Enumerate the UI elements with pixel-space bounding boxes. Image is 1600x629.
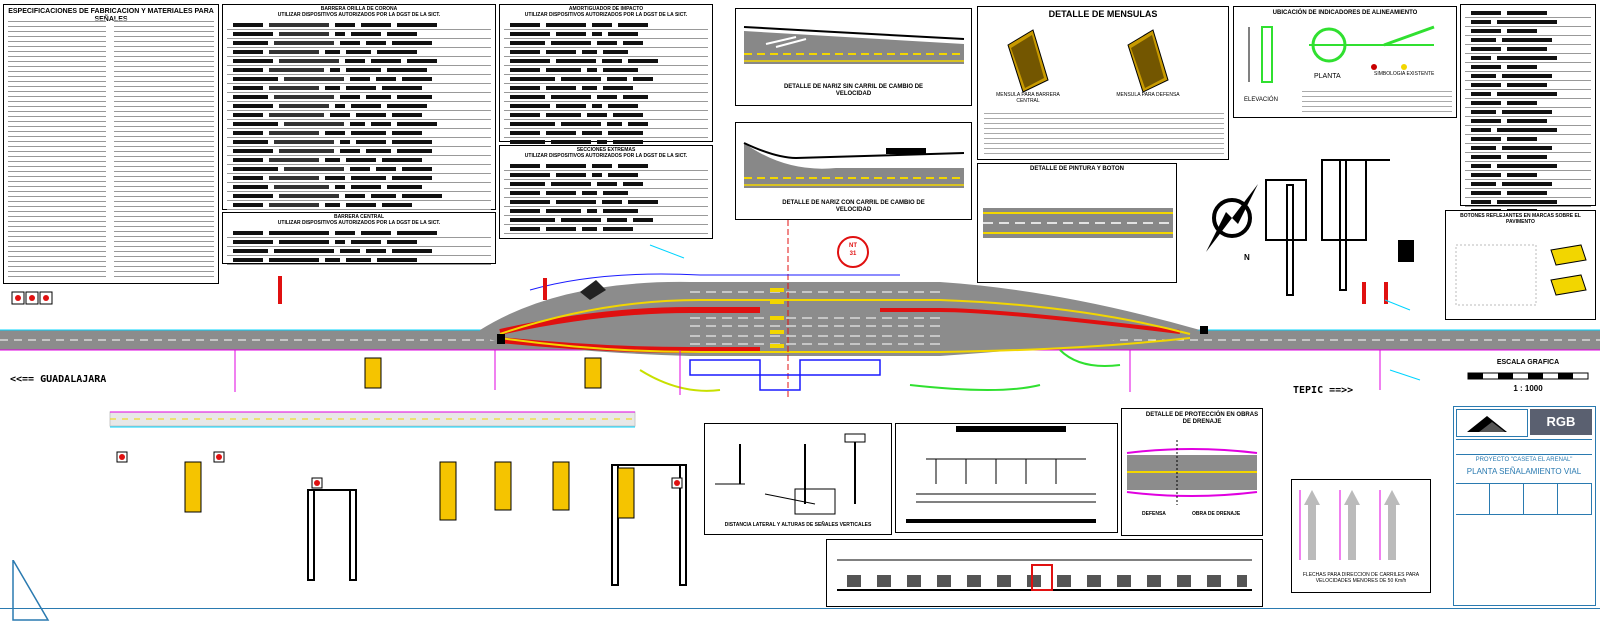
barrera-central-rows <box>227 229 491 265</box>
mensula-defensa-label: MENSULA PARA DEFENSA <box>1116 92 1180 98</box>
botones-drawing <box>1455 244 1587 306</box>
plan-title: PLANTA SEÑALAMIENTO VIAL <box>1466 467 1582 476</box>
barrera-corona-subtitle: UTILIZAR DISPOSITIVOS AUTORIZADOS POR LA… <box>277 11 441 18</box>
toll-plaza-pavement <box>480 281 1200 356</box>
tepic-label: TEPIC ==>> <box>1293 385 1354 396</box>
bottom-border <box>0 608 1600 609</box>
alineamiento-drawing <box>1248 25 1435 83</box>
senalamiento-table <box>1460 4 1596 216</box>
escala-title: ESCALA GRAFICA <box>1496 359 1560 366</box>
nariz-con-carril-detail: DETALLE DE NARIZ CON CARRIL DE CAMBIO DE… <box>735 122 972 220</box>
mountain-icon <box>1467 416 1507 432</box>
proteccion-title: DETALLE DE PROTECCIÓN EN OBRAS DE DRENAJ… <box>1145 412 1259 425</box>
north-label: N <box>1244 253 1250 262</box>
pintura-title: DETALLE DE PINTURA Y BOTON <box>1029 166 1124 172</box>
nariz-con-title: DETALLE DE NARIZ CON CARRIL DE CAMBIO DE… <box>782 200 925 213</box>
nt-marker-label: NT <box>849 243 857 249</box>
flechas-detail: FLECHAS PARA DIRECCION DE CARRILES PARA … <box>1291 479 1431 593</box>
barrera-corona-table: BARRERA ORILLA DE CORONA UTILIZAR DISPOS… <box>222 4 496 210</box>
title-block: RGB PROYECTO "CASETA EL ARENAL" PLANTA S… <box>1453 406 1596 606</box>
distancia-drawing <box>715 433 866 515</box>
specifications-title: ESPECIFICACIONES DE FABRICACION Y MATERI… <box>8 8 214 23</box>
amortiguador-title: AMORTIGUADOR DE IMPACTO <box>568 6 644 12</box>
alineamiento-detail: UBICACIÓN DE INDICADORES DE ALINEAMIENTO… <box>1233 6 1457 118</box>
nariz-sin-drawing <box>743 26 965 64</box>
flechas-drawing <box>1299 490 1400 560</box>
botones-detail: BOTONES REFLEJANTES EN MARCAS SOBRE EL P… <box>1445 210 1596 320</box>
center-detail <box>895 423 1118 533</box>
botones-title: BOTONES REFLEJANTES EN MARCAS SOBRE EL P… <box>1460 213 1581 225</box>
amortiguador-subtitle: UTILIZAR DISPOSITIVOS AUTORIZADOS POR LA… <box>524 11 688 18</box>
corner-mark-icon <box>12 560 50 621</box>
specifications-text-col2 <box>114 19 214 281</box>
pintura-boton-detail: DETALLE DE PINTURA Y BOTON <box>977 163 1177 283</box>
proteccion-drawing <box>1126 440 1258 506</box>
simbologia-label: SIMBOLOGIA EXISTENTE <box>1374 71 1435 77</box>
barrera-central-subtitle: UTILIZAR DISPOSITIVOS AUTORIZADOS POR LA… <box>277 219 441 226</box>
company-logo <box>1456 409 1528 437</box>
secciones-title: SECCIONES EXTREMAS <box>576 147 636 153</box>
secciones-table: SECCIONES EXTREMAS UTILIZAR DISPOSITIVOS… <box>499 145 713 239</box>
guadalajara-label: <<== GUADALAJARA <box>10 374 107 385</box>
defensa-label: DEFENSA <box>1142 511 1166 517</box>
project-name: PROYECTO "CASETA EL ARENAL" <box>1475 457 1573 463</box>
pintura-drawing <box>983 207 1173 238</box>
barrera-corona-rows <box>227 21 491 210</box>
center-drawing <box>906 426 1096 523</box>
planta-label: PLANTA <box>1314 73 1341 80</box>
nariz-sin-title: DETALLE DE NARIZ SIN CARRIL DE CAMBIO DE… <box>783 84 924 97</box>
barrera-central-title: BARRERA CENTRAL <box>333 214 385 220</box>
barrera-corona-title: BARRERA ORILLA DE CORONA <box>320 6 398 12</box>
mensulas-notes <box>984 111 1224 157</box>
mensulas-detail: DETALLE DE MENSULAS MENSULA PARA BARRERA… <box>977 6 1229 160</box>
nariz-con-drawing <box>743 142 965 188</box>
mensula-barrera-label: MENSULA PARA BARRERA CENTRAL <box>996 92 1060 104</box>
nariz-sin-carril-detail: DETALLE DE NARIZ SIN CARRIL DE CAMBIO DE… <box>735 8 972 106</box>
escala-value: 1 : 1000 <box>1513 384 1543 393</box>
nt-marker-number: 31 <box>849 251 857 257</box>
barrera-central-table: BARRERA CENTRAL UTILIZAR DISPOSITIVOS AU… <box>222 212 496 265</box>
obra-drenaje-label: OBRA DE DRENAJE <box>1192 511 1241 517</box>
distancia-title: DISTANCIA LATERAL Y ALTURAS DE SEÑALES V… <box>724 522 872 528</box>
amortiguador-table: AMORTIGUADOR DE IMPACTO UTILIZAR DISPOSI… <box>499 4 713 147</box>
mensulas-title: DETALLE DE MENSULAS <box>1048 9 1158 19</box>
specifications-panel: ESPECIFICACIONES DE FABRICACION Y MATERI… <box>3 4 219 284</box>
elevacion-label: ELEVACIÓN <box>1244 97 1278 103</box>
scale-bar <box>1467 372 1589 380</box>
specifications-text <box>8 19 106 281</box>
secciones-subtitle: UTILIZAR DISPOSITIVOS AUTORIZADOS POR LA… <box>524 152 688 159</box>
mensulas-drawing <box>1007 29 1169 93</box>
bottom-section-drawing <box>837 559 1252 591</box>
rgb-logo: RGB <box>1530 409 1592 435</box>
senalamiento-rows <box>1465 9 1591 216</box>
bottom-section-detail <box>826 539 1263 607</box>
distancia-detail: DISTANCIA LATERAL Y ALTURAS DE SEÑALES V… <box>704 423 892 535</box>
proteccion-detail: DETALLE DE PROTECCIÓN EN OBRAS DE DRENAJ… <box>1121 408 1263 536</box>
north-arrow <box>1206 184 1258 252</box>
alineamiento-notes <box>1302 89 1452 115</box>
highway-pavement <box>0 330 1600 350</box>
amortiguador-rows <box>504 21 708 147</box>
secciones-rows <box>504 162 708 234</box>
alineamiento-title: UBICACIÓN DE INDICADORES DE ALINEAMIENTO <box>1272 10 1418 16</box>
flechas-title: FLECHAS PARA DIRECCION DE CARRILES PARA … <box>1302 572 1420 584</box>
